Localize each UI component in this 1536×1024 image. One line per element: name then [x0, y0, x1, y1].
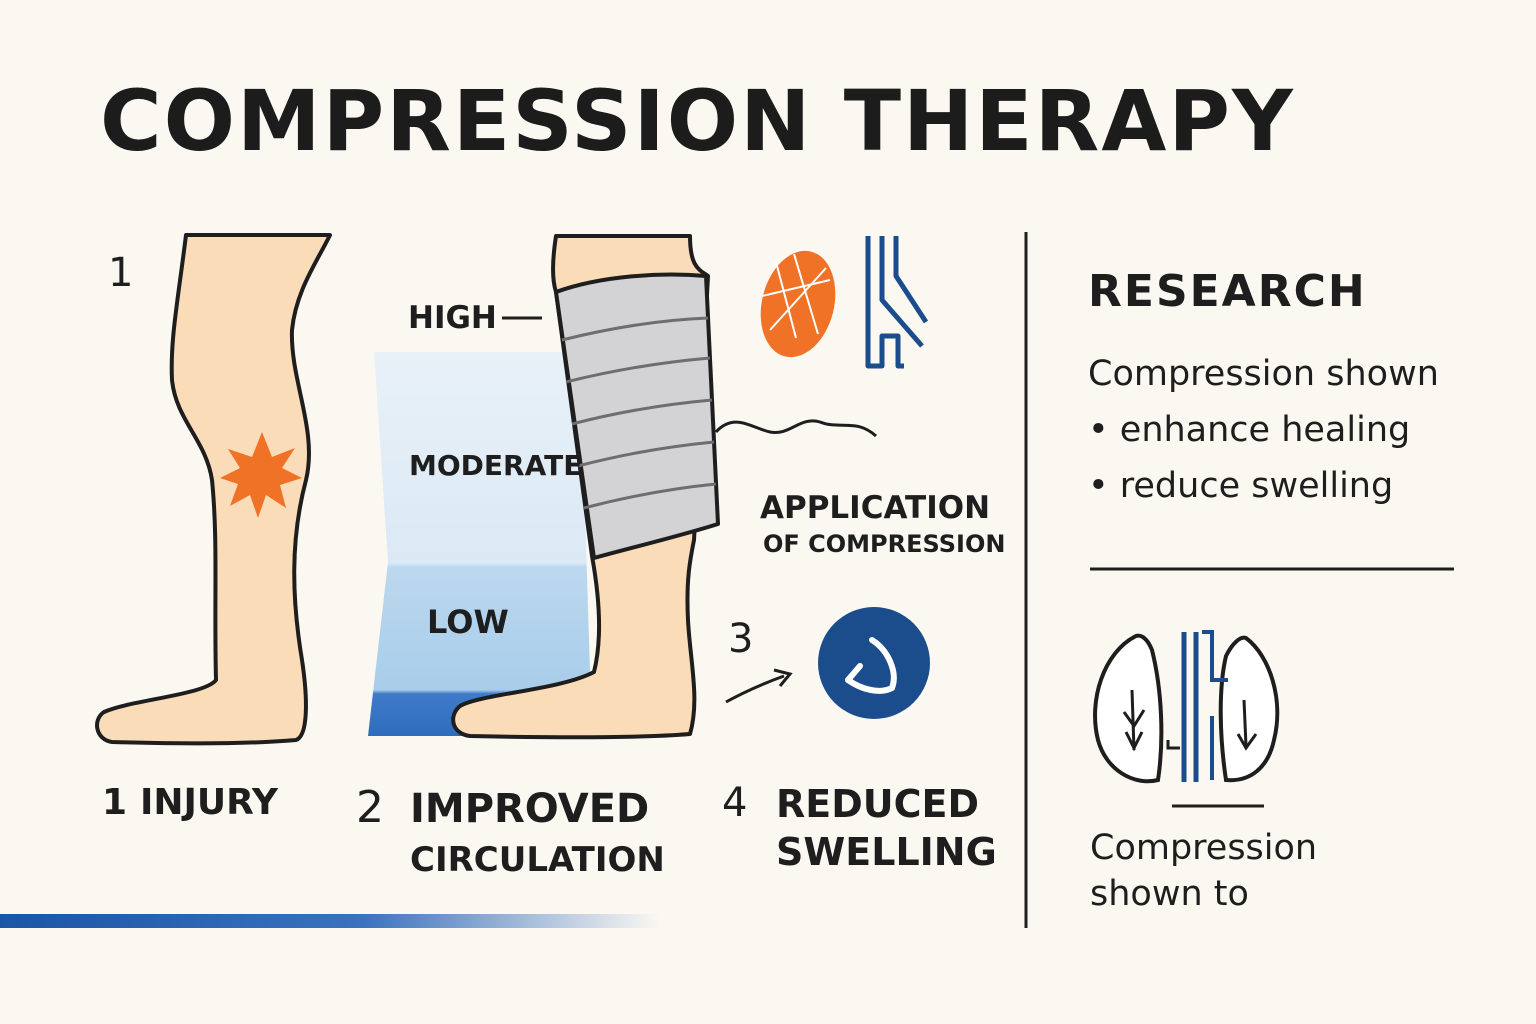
research-bullet-text: reduce swelling	[1119, 466, 1394, 506]
healing-badge-icon	[818, 607, 930, 719]
vein-icon	[865, 236, 929, 369]
caption-reduced: REDUCED	[776, 782, 980, 826]
caption-swelling: SWELLING	[776, 830, 997, 874]
bottom-accent-bar	[0, 914, 660, 928]
caption-improved: IMPROVED	[410, 786, 650, 832]
pressure-level-moderate: MODERATE	[409, 449, 583, 482]
step-number-1: 1	[108, 250, 134, 296]
wave-squiggle-icon	[714, 419, 878, 438]
injury-star-icon	[220, 432, 302, 518]
arrow-icon	[725, 668, 793, 704]
caption-circulation: CIRCULATION	[410, 840, 665, 880]
research-bullet: • reduce swelling	[1088, 466, 1394, 506]
tissue-lung-icon	[1093, 630, 1280, 808]
application-label-line1: APPLICATION	[760, 490, 991, 526]
caption-number: 2	[356, 782, 384, 833]
caption-injury: INJURY	[140, 782, 278, 823]
caption-number: 4	[722, 780, 748, 826]
muscle-fiber-icon	[760, 250, 836, 358]
step-number-3: 3	[728, 616, 754, 662]
application-label-line2: OF COMPRESSION	[763, 530, 1006, 558]
pressure-level-high: HIGH	[408, 300, 497, 336]
research-footer-line2: shown to	[1090, 874, 1249, 914]
research-bullet-text: enhance healing	[1119, 410, 1411, 450]
research-heading: RESEARCH	[1088, 266, 1367, 317]
compression-bandage	[554, 272, 720, 560]
pressure-level-low: LOW	[427, 603, 509, 641]
leg-injury	[95, 233, 332, 746]
page-title: COMPRESSION THERAPY	[100, 72, 1295, 170]
research-footer-line1: Compression	[1090, 828, 1318, 868]
research-bullet: • enhance healing	[1088, 410, 1411, 450]
caption-number: 1	[102, 782, 128, 823]
pressure-gradient-block	[368, 352, 592, 736]
research-intro: Compression shown	[1088, 354, 1439, 394]
